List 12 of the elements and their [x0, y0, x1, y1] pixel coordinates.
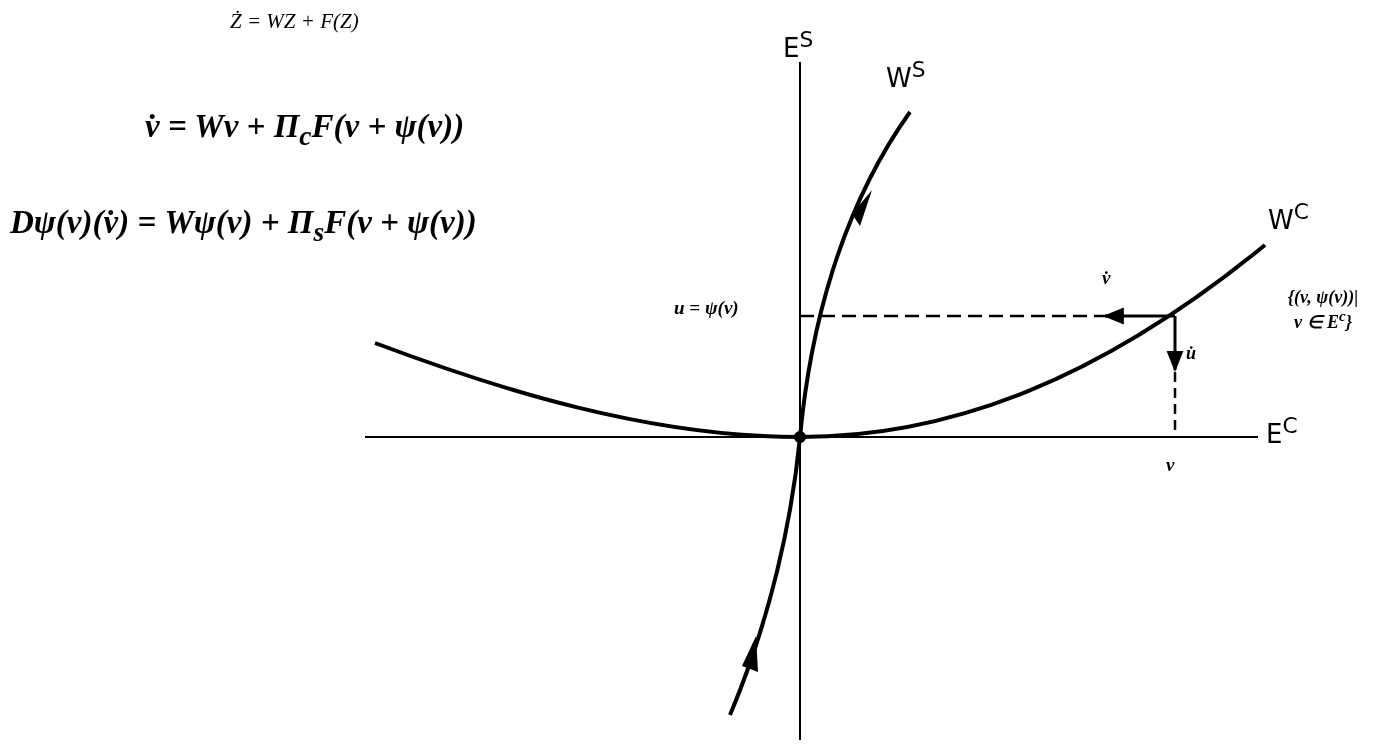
set-label: {(v, ψ(v))| v ∈ E$^{c}$} [1286, 288, 1360, 333]
point-label: u = ψ(v) [674, 298, 739, 319]
equation: v̇ = Wv + Π$_{c}$F(v + ψ(v)) [145, 108, 465, 151]
point-label: v [1166, 455, 1175, 476]
axis-label: E$^{S}$ [783, 28, 814, 63]
axis-label: E$^{C}$ [1266, 414, 1298, 449]
curve-label: W$^{S}$ [886, 58, 926, 93]
vector-label: u̇ [1186, 344, 1196, 364]
equation: Ż = WZ + F(Z) [230, 10, 359, 34]
equation: Dψ(v)(v̇) = Wψ(v) + Π$_{s}$F(v + ψ(v)) [10, 204, 477, 247]
vector-label: v̇ [1102, 268, 1111, 289]
curve-label: W$^{C}$ [1268, 200, 1309, 235]
